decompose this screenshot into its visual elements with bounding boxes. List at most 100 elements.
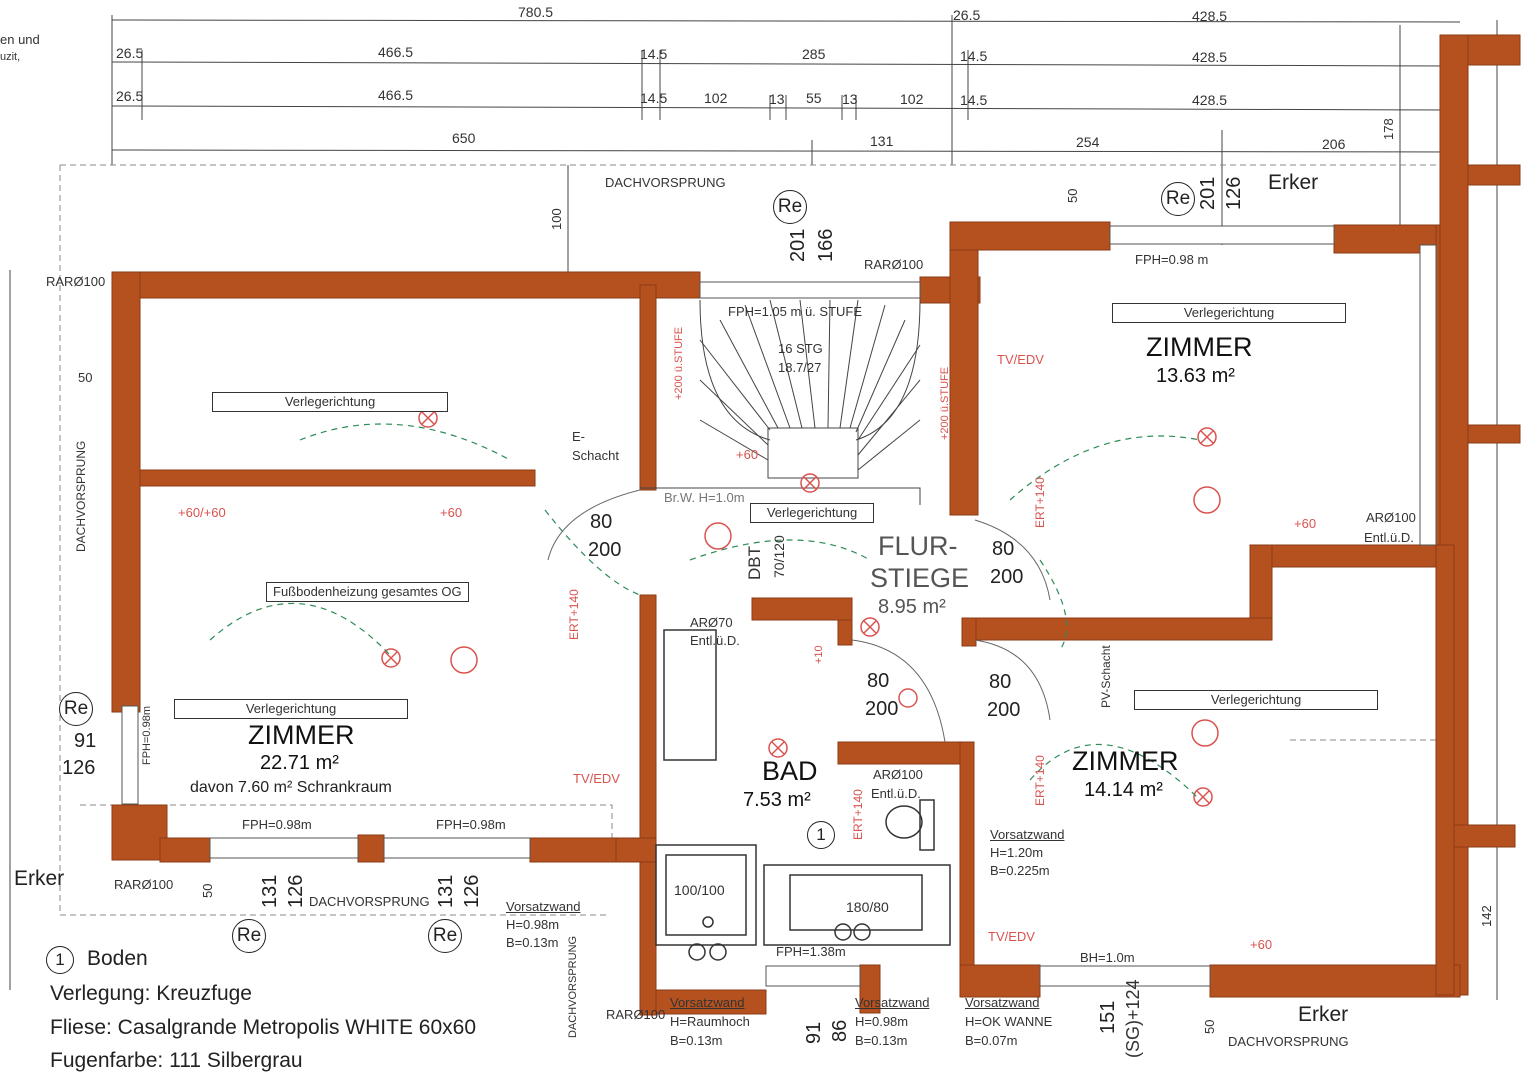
dim-r3-c: 254 <box>1076 134 1100 150</box>
vorsatz-b2-line1: Vorsatzwand <box>855 995 930 1010</box>
dim-r1-c: 14.5 <box>640 46 668 62</box>
dim-r3-a: 650 <box>452 130 476 146</box>
legend-grout: Fugenfarbe: 111 Silbergrau <box>50 1049 303 1072</box>
vorsatz-right-line2: H=1.20m <box>990 845 1044 860</box>
door-4-width: 80 <box>989 671 1012 693</box>
dim-v-50-left: 50 <box>200 883 215 898</box>
label-fph-top-right: FPH=0.98 m <box>1135 252 1209 267</box>
corner-text-2: uzit, <box>0 51 21 63</box>
label-dbt: DBT <box>745 546 764 580</box>
vorsatz-b3-line2: H=OK WANNE <box>965 1014 1053 1029</box>
door-3-width: 80 <box>867 670 890 692</box>
room-name-zimmer-top-right: ZIMMER <box>1146 332 1253 362</box>
label-plus60-2: +60 <box>1294 516 1317 531</box>
stair <box>640 299 921 505</box>
dim-v-100: 100 <box>549 208 564 230</box>
room-area-zimmer-bottom-right: 14.14 m² <box>1084 779 1163 801</box>
vorsatz-b3-line1: Vorsatzwand <box>965 995 1040 1010</box>
label-fph-left-a: FPH=0.98m <box>242 817 312 832</box>
switch-arcs <box>209 423 1201 801</box>
label-entl-bad: Entl.ü.D. <box>871 786 921 801</box>
legend-title: Boden <box>87 947 148 970</box>
dim-r2-i: 14.5 <box>960 92 988 108</box>
dim-top-265: 26.5 <box>953 7 981 23</box>
door-2-width: 80 <box>992 538 1015 560</box>
dim-top-4285: 428.5 <box>1192 8 1228 24</box>
door-3-height: 200 <box>865 698 899 720</box>
label-fph-stair: FPH=1.05 m ü. STUFE <box>728 304 863 319</box>
room-area-flur: 8.95 m² <box>878 596 946 618</box>
vorsatz-b2-line3: B=0.13m <box>855 1033 908 1048</box>
door-4-height: 200 <box>987 699 1021 721</box>
window-bottom-mid-a: 91 <box>803 1021 825 1044</box>
dim-v-178: 178 <box>1381 118 1396 140</box>
vorsatz-right-line1: Vorsatzwand <box>990 827 1065 842</box>
vorsatz-left-line1: Vorsatzwand <box>506 899 581 914</box>
door-1-width: 80 <box>590 511 613 533</box>
dim-r2-h: 102 <box>900 91 924 107</box>
label-rar-bottom-left: RARØ100 <box>114 877 174 892</box>
laying-direction-left-mid: Verlegerichtung <box>174 699 408 719</box>
label-tub: 180/80 <box>846 899 889 915</box>
vorsatz-left-line3: B=0.13m <box>506 935 559 950</box>
dim-v-142: 142 <box>1479 905 1494 927</box>
vorsatz-b2-line2: H=0.98m <box>855 1014 909 1029</box>
room-name-flur-1: FLUR- <box>878 531 958 561</box>
room-area-bad: 7.53 m² <box>743 789 811 811</box>
laying-direction-left-top: Verlegerichtung <box>212 392 448 412</box>
label-dachvorsprung-bottom-right: DACHVORSPRUNG <box>1228 1034 1349 1049</box>
re-marker-left: Re <box>59 692 93 726</box>
vorsatz-b1-line1: Vorsatzwand <box>670 995 745 1010</box>
window-left-a: 91 <box>74 730 97 752</box>
label-bh: BH=1.0m <box>1080 950 1135 965</box>
legend-laying: Verlegung: Kreuzfuge <box>50 982 252 1005</box>
vorsatz-right-line3: B=0.225m <box>990 863 1050 878</box>
laying-direction-stair: Verlegerichtung <box>750 503 874 523</box>
dim-r1-f: 428.5 <box>1192 49 1228 65</box>
label-fph-left-v: FPH=0.98m <box>141 706 153 765</box>
label-shower: 100/100 <box>674 882 725 898</box>
label-fph-left-b: FPH=0.98m <box>436 817 506 832</box>
label-erker-right-top: Erker <box>1268 171 1319 194</box>
door-2-height: 200 <box>990 566 1024 588</box>
label-e-schacht-2: Schacht <box>572 448 619 463</box>
label-dachvorsprung-top: DACHVORSPRUNG <box>605 175 726 190</box>
window-top-a: 201 <box>787 228 809 262</box>
vorsatz-b1-line3: B=0.13m <box>670 1033 723 1048</box>
dim-r2-a: 26.5 <box>116 88 144 104</box>
window-left-b: 126 <box>62 757 96 779</box>
room-name-bad: BAD <box>762 756 818 786</box>
dim-r3-d: 206 <box>1322 136 1346 152</box>
door-swings <box>547 489 1051 743</box>
window-bottom-mid-b: 86 <box>829 1019 851 1042</box>
room-note-zimmer-left: davon 7.60 m² Schrankraum <box>190 779 392 796</box>
re-marker-top: Re <box>773 190 807 224</box>
label-dbt-dim: 70/120 <box>771 535 787 578</box>
window-right-b: 126 <box>1223 176 1245 210</box>
label-tv-edv-2: TV/EDV <box>573 771 620 786</box>
laying-direction-right-bottom: Verlegerichtung <box>1134 690 1378 710</box>
dim-r2-f: 55 <box>806 90 822 106</box>
dim-r1-e: 14.5 <box>960 48 988 64</box>
dim-v-50-top: 50 <box>1065 188 1080 203</box>
label-stair-steps: 16 STG <box>778 341 823 356</box>
label-ar-bad: ARØ100 <box>873 767 923 782</box>
floor-marker-bad: 1 <box>807 821 835 849</box>
room-area-zimmer-top-right: 13.63 m² <box>1156 365 1235 387</box>
label-plus6060: +60/+60 <box>178 505 226 520</box>
room-name-flur-2: STIEGE <box>870 563 970 593</box>
label-entl70: Entl.ü.D. <box>690 633 740 648</box>
window-bottom-b-2: 126 <box>461 874 483 908</box>
vorsatz-b1-line2: H=Raumhoch <box>670 1014 750 1029</box>
label-dachvorsprung-left: DACHVORSPRUNG <box>74 440 88 552</box>
window-bottom-right-b: (SG)+124 <box>1123 979 1143 1058</box>
label-plus60-3: +60 <box>1250 937 1273 952</box>
vorsatz-left-line2: H=0.98m <box>506 917 560 932</box>
room-name-zimmer-left: ZIMMER <box>248 720 355 750</box>
label-dachvorsprung-bottom-mid: DACHVORSPRUNG <box>567 935 579 1038</box>
label-plus200-1: +200 ü.STUFE <box>673 326 685 400</box>
legend-tile: Fliese: Casalgrande Metropolis WHITE 60x… <box>50 1016 477 1039</box>
windows <box>121 225 1437 987</box>
label-e-schacht-1: E- <box>572 429 585 444</box>
